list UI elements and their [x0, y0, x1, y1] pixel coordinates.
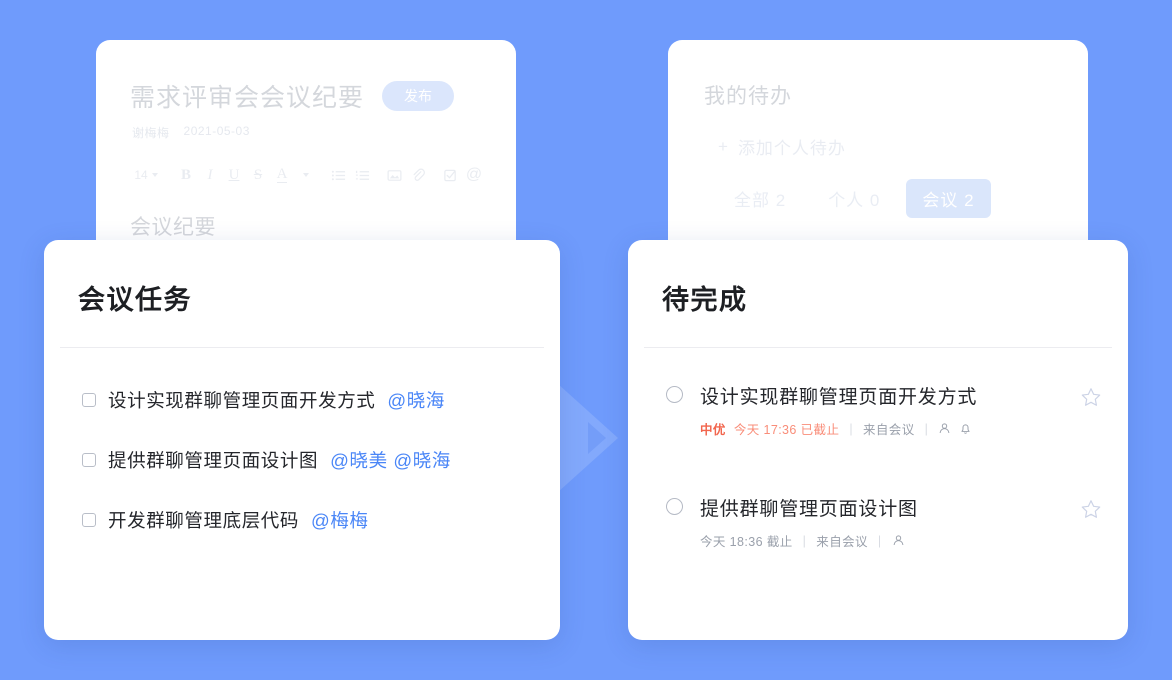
- plus-icon: +: [718, 136, 729, 156]
- flow-arrow-icon: [558, 384, 618, 492]
- italic-button[interactable]: I: [207, 166, 213, 183]
- task-mentions[interactable]: @晓海: [387, 390, 445, 411]
- bullet-list-button[interactable]: [326, 163, 350, 187]
- font-color-label: A: [276, 165, 288, 184]
- radio-checkbox-icon[interactable]: [666, 498, 683, 515]
- list-item[interactable]: 设计实现群聊管理页面开发方式 中优 今天 17:36 已截止 | 来自会议 |: [628, 360, 1128, 456]
- numbered-list-button[interactable]: [350, 163, 374, 187]
- font-color-chevron[interactable]: [294, 163, 318, 187]
- task-label: 开发群聊管理底层代码: [108, 510, 300, 531]
- meta-divider: |: [802, 533, 807, 548]
- chevron-down-icon: [151, 173, 158, 177]
- checkbox-icon[interactable]: [82, 393, 96, 407]
- divider: [644, 347, 1112, 348]
- list-item-body: 设计实现群聊管理页面开发方式 中优 今天 17:36 已截止 | 来自会议 |: [683, 382, 1080, 438]
- list-item[interactable]: 提供群聊管理页面设计图 今天 18:36 截止 | 来自会议 |: [628, 456, 1128, 568]
- checkbox-icon[interactable]: [82, 513, 96, 527]
- person-icon: [893, 535, 903, 546]
- source-text: 来自会议: [863, 423, 915, 437]
- favorite-button[interactable]: [1080, 498, 1102, 525]
- source-text: 来自会议: [816, 535, 868, 549]
- task-row[interactable]: 开发群聊管理底层代码 @梅梅: [44, 490, 560, 550]
- numbered-list-icon: [355, 170, 369, 180]
- list-item-body: 提供群聊管理页面设计图 今天 18:36 截止 | 来自会议 |: [683, 494, 1080, 550]
- insert-image-button[interactable]: [382, 163, 406, 187]
- pending-item-list: 设计实现群聊管理页面开发方式 中优 今天 17:36 已截止 | 来自会议 |: [628, 348, 1128, 568]
- add-personal-todo-label: 添加个人待办: [737, 139, 846, 158]
- pending-title: 待完成: [662, 285, 748, 315]
- checkbox-icon[interactable]: [82, 453, 96, 467]
- list-item-meta: 中优 今天 17:36 已截止 | 来自会议 |: [700, 419, 1080, 438]
- task-mentions[interactable]: @梅梅: [311, 510, 369, 531]
- attachment-icon: [413, 168, 425, 181]
- checklist-button[interactable]: [438, 163, 462, 187]
- assignee-button[interactable]: [938, 422, 951, 435]
- checklist-icon: [443, 169, 456, 181]
- radio-checkbox-icon[interactable]: [666, 386, 683, 403]
- tab-meeting[interactable]: 会议 2: [906, 179, 991, 218]
- star-icon: [1081, 388, 1101, 406]
- task-mentions[interactable]: @晓美 @晓海: [330, 450, 452, 471]
- list-item-title: 设计实现群聊管理页面开发方式: [700, 387, 978, 408]
- task-row[interactable]: 设计实现群聊管理页面开发方式 @晓海: [44, 370, 560, 430]
- font-color-button[interactable]: A: [270, 163, 294, 187]
- star-icon: [1081, 500, 1101, 518]
- task-row[interactable]: 提供群聊管理页面设计图 @晓美 @晓海: [44, 430, 560, 490]
- meta-divider: |: [924, 421, 929, 436]
- bold-button[interactable]: B: [180, 166, 191, 183]
- document-date: 2021-05-03: [183, 124, 250, 138]
- bullet-list-icon: [331, 170, 345, 180]
- divider: [60, 347, 544, 348]
- document-meta: 谢梅梅 2021-05-03: [96, 114, 516, 141]
- meeting-tasks-title: 会议任务: [78, 285, 192, 315]
- tab-all[interactable]: 全部 2: [734, 191, 787, 210]
- meeting-tasks-card: 会议任务 设计实现群聊管理页面开发方式 @晓海 提供群聊管理页面设计图 @晓美 …: [44, 240, 560, 640]
- font-size-value: 14: [134, 168, 148, 182]
- font-size-select[interactable]: 14: [126, 163, 166, 187]
- publish-button[interactable]: 发布: [382, 81, 455, 111]
- chevron-down-icon: [303, 173, 309, 177]
- mention-button[interactable]: @: [465, 166, 483, 183]
- document-author: 谢梅梅: [132, 126, 170, 140]
- favorite-button[interactable]: [1080, 386, 1102, 413]
- my-todo-title: 我的待办: [704, 85, 792, 108]
- document-heading: 会议纪要: [130, 216, 216, 239]
- document-title-row: 需求评审会会议纪要 发布: [96, 40, 516, 114]
- due-text: 今天 17:36 已截止: [733, 423, 840, 437]
- meta-divider: |: [849, 421, 853, 436]
- due-text: 今天 18:36 截止: [700, 535, 793, 549]
- list-item-meta: 今天 18:36 截止 | 来自会议 |: [700, 531, 1080, 550]
- add-personal-todo-button[interactable]: + 添加个人待办: [668, 110, 1088, 159]
- priority-badge: 中优: [700, 423, 726, 437]
- todo-filter-tabs: 全部 2 个人 0 会议 2: [668, 159, 1088, 218]
- person-icon: [939, 423, 950, 434]
- underline-button[interactable]: U: [228, 166, 240, 183]
- assignee-button[interactable]: [892, 534, 905, 547]
- bell-icon: [961, 424, 970, 434]
- strikethrough-button[interactable]: S: [253, 166, 263, 183]
- list-item-title: 提供群聊管理页面设计图: [700, 499, 918, 520]
- image-icon: [387, 169, 401, 181]
- meeting-task-list: 设计实现群聊管理页面开发方式 @晓海 提供群聊管理页面设计图 @晓美 @晓海 开…: [44, 348, 560, 550]
- page-title: 需求评审会会议纪要: [130, 84, 365, 112]
- task-label: 提供群聊管理页面设计图: [108, 450, 319, 471]
- editor-toolbar: 14 B I U S A: [96, 141, 516, 187]
- attachment-button[interactable]: [406, 163, 430, 187]
- pending-card: 待完成 设计实现群聊管理页面开发方式 中优 今天 17:36 已截止 | 来自会…: [628, 240, 1128, 640]
- task-label: 设计实现群聊管理页面开发方式: [108, 390, 376, 411]
- meta-divider: |: [877, 533, 882, 548]
- tab-personal[interactable]: 个人 0: [828, 191, 881, 210]
- reminder-button[interactable]: [959, 422, 972, 435]
